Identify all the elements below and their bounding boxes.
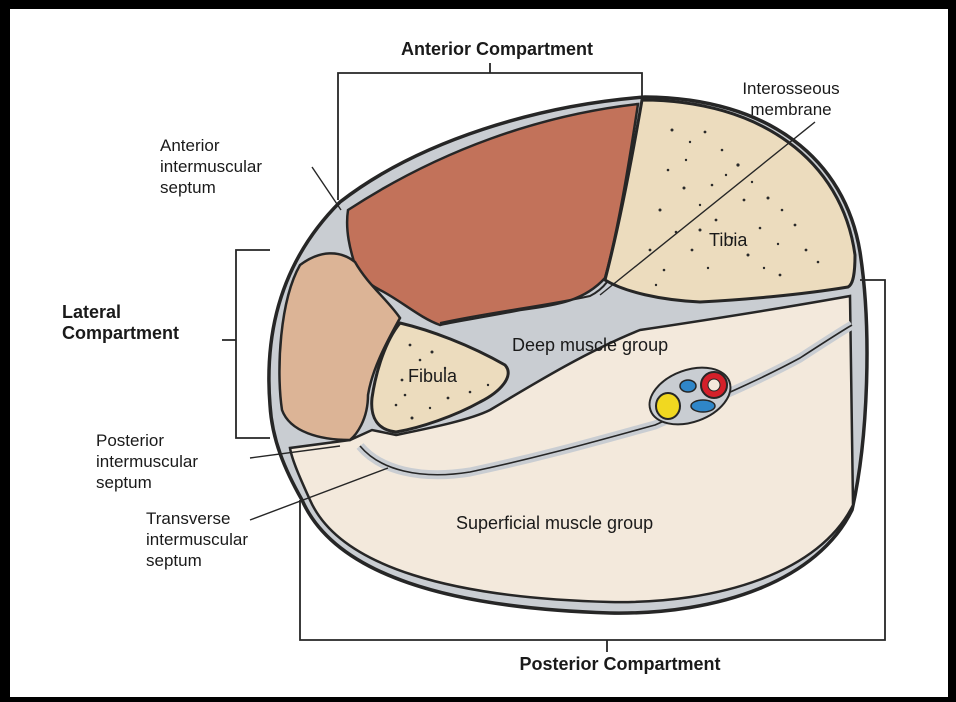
anterior-compartment-label: Anterior Compartment xyxy=(382,39,612,60)
vein xyxy=(680,380,696,392)
lateral-compartment-label: Lateral Compartment xyxy=(62,302,179,344)
fibula-label: Fibula xyxy=(408,366,457,387)
interosseous-membrane-label: Interosseous membrane xyxy=(726,78,856,120)
vein xyxy=(691,400,715,412)
nerve xyxy=(656,393,680,419)
transverse-septum-label: Transverse intermuscular septum xyxy=(146,508,248,571)
figure-frame: Anterior Compartment Anterior intermuscu… xyxy=(10,9,948,697)
anterior-septum-label: Anterior intermuscular septum xyxy=(160,135,262,198)
tibia xyxy=(605,100,855,302)
posterior-compartment-label: Posterior Compartment xyxy=(480,654,760,675)
posterior-septum-label: Posterior intermuscular septum xyxy=(96,430,198,493)
tibia-label: Tibia xyxy=(709,230,747,251)
deep-muscle-group-label: Deep muscle group xyxy=(512,335,668,356)
superficial-muscle-group-label: Superficial muscle group xyxy=(456,513,653,534)
lateral-compartment-bracket xyxy=(222,250,270,438)
